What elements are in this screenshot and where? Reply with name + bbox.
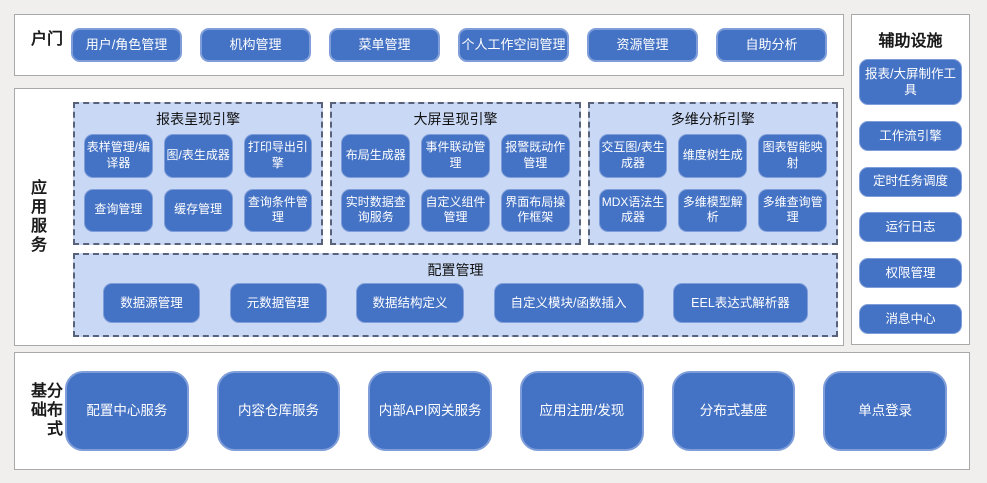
distributed-foundation-section: 分布式基础 配置中心服务 内容仓库服务 内部API网关服务 应用注册/发现 分布… bbox=[14, 352, 970, 470]
application-services-content: 报表呈现引擎 表样管理/编译器 图/表生成器 打印导出引擎 查询管理 缓存管理 … bbox=[73, 102, 838, 337]
block-multidim-query-management: 多维查询管理 bbox=[758, 188, 827, 232]
block-layout-generator: 布局生成器 bbox=[341, 134, 411, 178]
block-workflow-engine: 工作流引擎 bbox=[859, 120, 962, 151]
block-data-structure-definition: 数据结构定义 bbox=[356, 283, 464, 323]
block-metadata-management: 元数据管理 bbox=[229, 283, 327, 323]
block-personal-workspace-management: 个人工作空间管理 bbox=[458, 28, 569, 62]
engine-row: 报表呈现引擎 表样管理/编译器 图/表生成器 打印导出引擎 查询管理 缓存管理 … bbox=[73, 102, 838, 245]
block-chart-table-generator: 图/表生成器 bbox=[163, 134, 233, 178]
olap-analysis-engine-box: 多维分析引擎 交互图/表生成器 维度树生成 图表智能映射 MDX语法生成器 多维… bbox=[587, 102, 838, 245]
block-distributed-base: 分布式基座 bbox=[671, 371, 796, 451]
block-custom-module-function-insert: 自定义模块/函数插入 bbox=[493, 283, 644, 323]
block-content-repository-service: 内容仓库服务 bbox=[216, 371, 341, 451]
block-report-bigscreen-authoring-tool: 报表/大屏制作工具 bbox=[859, 59, 962, 105]
olap-analysis-engine-title: 多维分析引擎 bbox=[670, 111, 755, 127]
report-rendering-engine-title: 报表呈现引擎 bbox=[156, 111, 241, 127]
block-datasource-management: 数据源管理 bbox=[103, 283, 200, 323]
block-app-registration-discovery: 应用注册/发现 bbox=[520, 371, 644, 451]
auxiliary-facilities-title: 辅助设施 bbox=[878, 33, 943, 50]
application-services-section: 应用服务 报表呈现引擎 表样管理/编译器 图/表生成器 打印导出引擎 查询管理 … bbox=[14, 88, 844, 346]
config-management-title: 配置管理 bbox=[427, 262, 484, 278]
block-query-management: 查询管理 bbox=[84, 188, 153, 232]
block-message-center: 消息中心 bbox=[859, 303, 962, 334]
block-chart-smart-mapping: 图表智能映射 bbox=[758, 134, 827, 178]
block-menu-management: 菜单管理 bbox=[329, 28, 440, 62]
config-management-box: 配置管理 数据源管理 元数据管理 数据结构定义 自定义模块/函数插入 EEL表达… bbox=[73, 253, 838, 337]
block-event-linkage-management: 事件联动管理 bbox=[421, 134, 490, 178]
portal-button-row: 用户/角色管理 机构管理 菜单管理 个人工作空间管理 资源管理 自助分析 bbox=[71, 28, 827, 62]
block-eel-expression-parser: EEL表达式解析器 bbox=[673, 283, 808, 323]
portal-section: 门户 用户/角色管理 机构管理 菜单管理 个人工作空间管理 资源管理 自助分析 bbox=[14, 14, 844, 76]
application-services-label: 应用服务 bbox=[28, 179, 45, 255]
block-dimension-tree-generation: 维度树生成 bbox=[678, 134, 748, 178]
block-runtime-logs: 运行日志 bbox=[859, 212, 962, 243]
block-custom-component-management: 自定义组件管理 bbox=[421, 188, 490, 232]
block-config-center-service: 配置中心服务 bbox=[65, 371, 189, 451]
block-template-management-compiler: 表样管理/编译器 bbox=[84, 134, 153, 178]
block-print-export-engine: 打印导出引擎 bbox=[243, 134, 313, 178]
block-scheduled-task-dispatch: 定时任务调度 bbox=[859, 166, 962, 197]
block-user-role-management: 用户/角色管理 bbox=[71, 28, 182, 62]
block-interactive-chart-generator: 交互图/表生成器 bbox=[598, 134, 668, 178]
distributed-foundation-label: 分布式基础 bbox=[28, 382, 61, 439]
bigscreen-rendering-engine-title: 大屏呈现引擎 bbox=[413, 111, 498, 127]
report-rendering-engine-box: 报表呈现引擎 表样管理/编译器 图/表生成器 打印导出引擎 查询管理 缓存管理 … bbox=[73, 102, 324, 245]
report-rendering-engine-grid: 表样管理/编译器 图/表生成器 打印导出引擎 查询管理 缓存管理 查询条件管理 bbox=[75, 132, 321, 243]
block-realtime-data-query-service: 实时数据查询服务 bbox=[341, 188, 411, 232]
portal-section-label: 门户 bbox=[28, 30, 61, 49]
distributed-button-row: 配置中心服务 内容仓库服务 内部API网关服务 应用注册/发现 分布式基座 单点… bbox=[65, 371, 948, 451]
block-ui-layout-operation-framework: 界面布局操作框架 bbox=[500, 188, 570, 232]
block-multidim-model-parsing: 多维模型解析 bbox=[678, 188, 748, 232]
bigscreen-rendering-engine-grid: 布局生成器 事件联动管理 报警既动作管理 实时数据查询服务 自定义组件管理 界面… bbox=[332, 132, 578, 243]
block-resource-management: 资源管理 bbox=[587, 28, 698, 62]
block-organization-management: 机构管理 bbox=[200, 28, 311, 62]
block-self-service-analysis: 自助分析 bbox=[716, 28, 827, 62]
block-mdx-syntax-generator: MDX语法生成器 bbox=[598, 188, 668, 232]
auxiliary-facilities-section: 辅助设施 报表/大屏制作工具 工作流引擎 定时任务调度 运行日志 权限管理 消息… bbox=[851, 14, 970, 345]
block-alarm-action-management: 报警既动作管理 bbox=[500, 134, 570, 178]
block-cache-management: 缓存管理 bbox=[163, 188, 233, 232]
bigscreen-rendering-engine-box: 大屏呈现引擎 布局生成器 事件联动管理 报警既动作管理 实时数据查询服务 自定义… bbox=[330, 102, 581, 245]
olap-analysis-engine-grid: 交互图/表生成器 维度树生成 图表智能映射 MDX语法生成器 多维模型解析 多维… bbox=[590, 132, 836, 243]
block-permission-management: 权限管理 bbox=[859, 258, 962, 289]
config-management-row: 数据源管理 元数据管理 数据结构定义 自定义模块/函数插入 EEL表达式解析器 bbox=[75, 283, 836, 335]
block-query-condition-management: 查询条件管理 bbox=[243, 188, 313, 232]
auxiliary-button-stack: 报表/大屏制作工具 工作流引擎 定时任务调度 运行日志 权限管理 消息中心 bbox=[859, 59, 962, 334]
block-single-sign-on: 单点登录 bbox=[823, 371, 948, 451]
block-internal-api-gateway-service: 内部API网关服务 bbox=[368, 371, 493, 451]
